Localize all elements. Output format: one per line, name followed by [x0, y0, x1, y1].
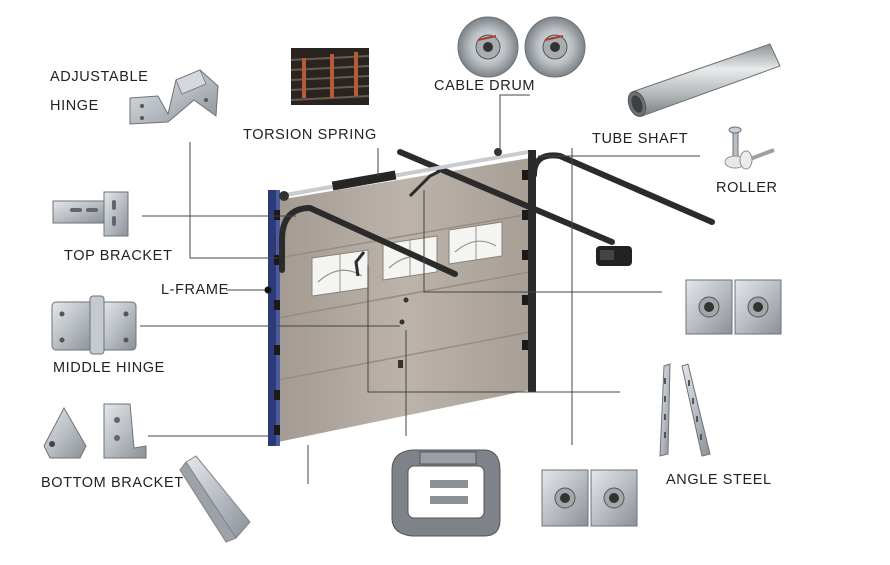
angle-steel-image	[659, 363, 711, 457]
door-seam	[277, 331, 531, 381]
door-seam	[277, 271, 531, 319]
adjustable-hinge-image	[129, 69, 219, 125]
door-handle	[403, 297, 409, 303]
door-seam	[277, 213, 531, 259]
end-bearing-plate-image	[685, 279, 782, 335]
middle-hinge-image	[51, 295, 137, 355]
tube-shaft-image	[627, 43, 781, 118]
l-frame-dot	[264, 286, 272, 294]
strut-image	[179, 455, 251, 543]
roller-image	[724, 126, 775, 170]
bearing-plate-image	[541, 469, 638, 527]
torsion-spring-image	[290, 48, 370, 105]
torsion-shaft	[279, 150, 529, 198]
right-post	[522, 150, 536, 392]
label-angle-steel: ANGLE STEEL	[666, 472, 772, 488]
top-bracket-image	[52, 191, 129, 237]
leader-lines	[140, 94, 700, 484]
label-cable-drum: CABLE DRUM	[434, 78, 536, 94]
label-middle-hinge: MIDDLE HINGE	[53, 360, 165, 376]
label-top-bracket: TOP BRACKET	[64, 248, 173, 264]
torsion-spring-body	[331, 170, 397, 191]
label-adjustable-hinge-line1: ADJUSTABLE	[50, 69, 149, 85]
label-adjustable-hinge-line2: HINGE	[50, 98, 99, 114]
label-bottom-bracket: BOTTOM BRACKET	[41, 475, 184, 491]
door-window	[448, 221, 503, 265]
door-handle	[399, 319, 405, 325]
l-frame-post	[268, 190, 280, 446]
door-arm	[354, 251, 366, 277]
cable-drum-image	[457, 16, 586, 78]
label-l-frame: L-FRAME	[161, 282, 229, 298]
door-latch	[398, 360, 403, 368]
opener-arm	[408, 166, 447, 198]
opener-motor	[596, 246, 632, 266]
center-bracket-image	[391, 449, 501, 537]
drum-right	[494, 148, 502, 156]
bottom-bracket-image	[43, 403, 147, 459]
label-roller: ROLLER	[716, 180, 778, 196]
garage-door	[277, 158, 531, 442]
drum-left	[279, 191, 289, 201]
label-torsion-spring: TORSION SPRING	[243, 127, 377, 143]
label-tube-shaft: TUBE SHAFT	[592, 131, 689, 147]
right-track	[531, 152, 715, 225]
